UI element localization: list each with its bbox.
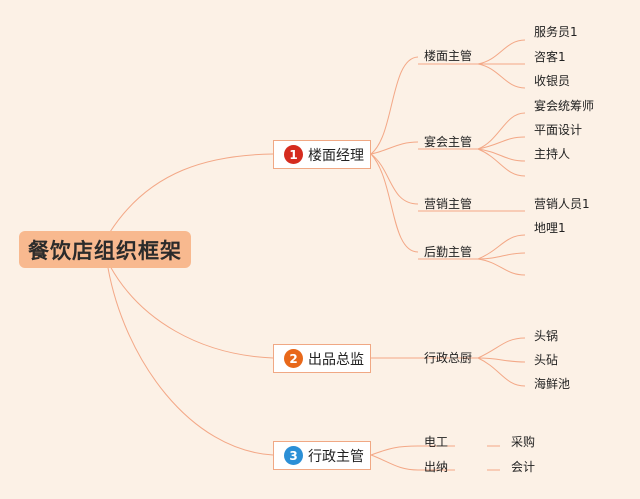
link-root-branch1 bbox=[109, 153, 274, 233]
node-cashier-admin[interactable]: 出纳 bbox=[424, 460, 449, 474]
node-sales-supervisor[interactable]: 营销主管 bbox=[424, 197, 473, 211]
branch-label: 行政主管 bbox=[308, 448, 364, 465]
node-host[interactable]: 主持人 bbox=[534, 147, 571, 161]
node-banquet-planner[interactable]: 宴会统筹师 bbox=[534, 99, 595, 113]
branch-admin-manager[interactable]: 3 行政主管 bbox=[273, 441, 371, 470]
branch-production-director[interactable]: 2 出品总监 bbox=[273, 344, 371, 373]
node-sales-staff[interactable]: 营销人员1 bbox=[534, 197, 590, 211]
node-electrician[interactable]: 电工 bbox=[424, 435, 449, 449]
node-banquet-supervisor[interactable]: 宴会主管 bbox=[424, 135, 473, 149]
branch-floor-manager[interactable]: 1 楼面经理 bbox=[273, 140, 371, 169]
node-hostess[interactable]: 咨客1 bbox=[534, 50, 566, 64]
node-accountant[interactable]: 会计 bbox=[511, 460, 536, 474]
node-purchasing[interactable]: 采购 bbox=[511, 435, 536, 449]
node-graphic-design[interactable]: 平面设计 bbox=[534, 123, 583, 137]
node-executive-chef[interactable]: 行政总厨 bbox=[424, 351, 473, 365]
number-badge: 2 bbox=[284, 349, 303, 368]
node-floor-supervisor[interactable]: 楼面主管 bbox=[424, 49, 473, 63]
link-root-branch2 bbox=[109, 265, 274, 359]
root-node[interactable]: 餐饮店组织框架 bbox=[19, 231, 191, 268]
node-head-board[interactable]: 头砧 bbox=[534, 353, 559, 367]
branch-label: 出品总监 bbox=[308, 351, 364, 368]
number-badge: 3 bbox=[284, 446, 303, 465]
node-logistics-supervisor[interactable]: 后勤主管 bbox=[424, 245, 473, 259]
node-dili[interactable]: 地哩1 bbox=[534, 221, 566, 235]
node-cashier[interactable]: 收银员 bbox=[534, 74, 571, 88]
branch-label: 楼面经理 bbox=[308, 147, 364, 164]
node-waiter[interactable]: 服务员1 bbox=[534, 25, 578, 39]
node-seafood-tank[interactable]: 海鲜池 bbox=[534, 377, 571, 391]
number-badge: 1 bbox=[284, 145, 303, 164]
node-head-wok[interactable]: 头锅 bbox=[534, 329, 559, 343]
link-root-branch3 bbox=[107, 267, 274, 456]
